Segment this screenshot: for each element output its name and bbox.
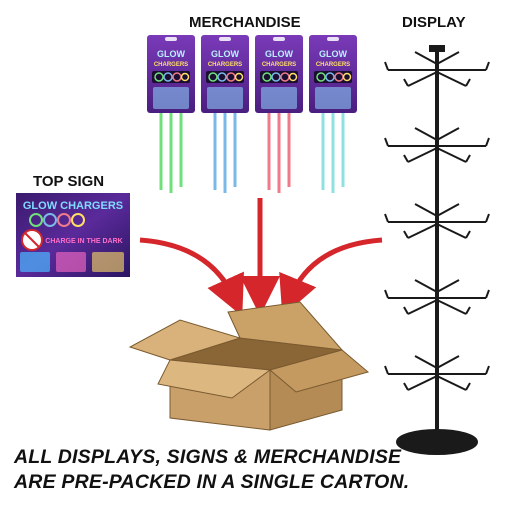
arrows: [139, 198, 383, 317]
card-title-line1: GLOW: [211, 49, 239, 59]
arrow-from-display: [279, 237, 383, 317]
card-title-line1: GLOW: [319, 49, 347, 59]
rack-tier: [384, 279, 490, 315]
top-sign: GLOW CHARGERS CHARGE IN THE DARK: [16, 193, 130, 277]
rack-tier: [384, 127, 490, 163]
card-title-line2: CHARGERS: [262, 62, 296, 68]
rack-tier: [384, 203, 490, 239]
card-title-line1: GLOW: [157, 49, 185, 59]
caption-line-2: ARE PRE-PACKED IN A SINGLE CARTON.: [14, 471, 410, 493]
caption-line-1: ALL DISPLAYS, SIGNS & MERCHANDISE: [14, 446, 402, 468]
arrow-from-sign: [139, 237, 244, 317]
merchandise-cards: GLOW CHARGERS GLOW CHARGERS: [147, 35, 357, 193]
rack-tier: [384, 355, 490, 391]
carton-box: [128, 301, 370, 431]
rack-tier: [384, 51, 490, 87]
display-rack: [384, 45, 490, 455]
card-title-line2: CHARGERS: [208, 62, 242, 68]
card-title-line2: CHARGERS: [154, 62, 188, 68]
merchandise-label: MERCHANDISE: [189, 14, 301, 31]
card-title-line1: GLOW: [265, 49, 293, 59]
merchandise-card: GLOW CHARGERS: [255, 35, 303, 193]
sign-subtitle: CHARGE IN THE DARK: [45, 238, 122, 245]
merchandise-card: GLOW CHARGERS: [147, 35, 195, 193]
merchandise-card: GLOW CHARGERS: [201, 35, 249, 193]
sign-title: GLOW CHARGERS: [23, 200, 123, 212]
display-label: DISPLAY: [402, 14, 466, 31]
card-title-line2: CHARGERS: [316, 62, 350, 68]
top-sign-label: TOP SIGN: [33, 173, 105, 190]
merchandise-card: GLOW CHARGERS: [309, 35, 357, 193]
